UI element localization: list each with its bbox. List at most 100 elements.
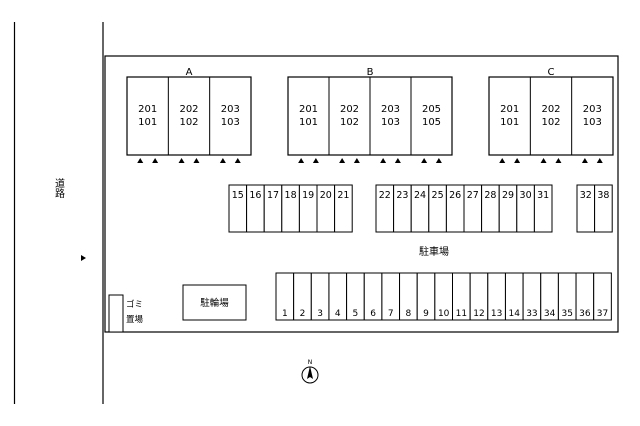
unit-lower-number: 102 — [541, 117, 560, 128]
parking-stall — [533, 184, 553, 233]
parking-stall-number: 7 — [388, 309, 394, 319]
building-outline — [126, 76, 252, 156]
entrance-marker-icon — [435, 158, 442, 163]
parking-stall-number: 20 — [320, 190, 332, 201]
parking-group-1: 15 16 17 18 19 20 21 — [228, 184, 353, 233]
parking-stall-number: 15 — [232, 190, 244, 201]
parking-stall-number: 19 — [302, 190, 314, 201]
entrance-marker-icon — [234, 158, 241, 163]
parking-stall — [334, 184, 353, 233]
parking-stall-number: 35 — [561, 309, 572, 319]
building-c: C 201 101 202 102 203 103 — [488, 67, 614, 163]
entrance-marker-icon — [514, 158, 521, 163]
parking-stall-number: 1 — [282, 309, 288, 319]
parking-stall-number: 3 — [317, 309, 323, 319]
parking-stall-number: 27 — [467, 190, 479, 201]
parking-stall-number: 32 — [580, 190, 592, 201]
building-outline — [488, 76, 614, 156]
parking-stall-number: 17 — [267, 190, 279, 201]
parking-stall — [594, 184, 613, 233]
parking-stall-number: 28 — [484, 190, 496, 201]
parking-stall-number: 37 — [597, 309, 608, 319]
parking-stall-number: 36 — [579, 309, 591, 319]
unit-lower-number: 101 — [500, 117, 519, 128]
entrance-marker-icon — [555, 158, 562, 163]
garbage-label-line2: 置場 — [126, 314, 144, 325]
entrance-marker-icon — [137, 158, 144, 163]
unit-upper-number: 203 — [221, 104, 240, 115]
unit-lower-number: 101 — [138, 117, 157, 128]
entrance-marker-icon — [596, 158, 603, 163]
entrance-marker-icon — [193, 158, 200, 163]
entrance-marker-icon — [298, 158, 305, 163]
parking-stall-number: 12 — [473, 309, 484, 319]
garbage-label-line1: ゴミ — [126, 299, 143, 310]
unit-lower-number: 103 — [583, 117, 602, 128]
entrance-marker-icon — [421, 158, 428, 163]
parking-stall-number: 25 — [432, 190, 444, 201]
parking-stall-number: 26 — [449, 190, 461, 201]
buildings: A 201 101 202 102 203 103 B 201 101 202 102 203 103 20… — [126, 67, 614, 163]
unit-upper-number: 202 — [179, 104, 198, 115]
entrance-marker-icon — [339, 158, 346, 163]
parking-stall-number: 24 — [414, 190, 426, 201]
unit-upper-number: 205 — [422, 104, 441, 115]
entrance-marker-icon — [540, 158, 547, 163]
entrance-marker-icon — [353, 158, 360, 163]
parking-stall-number: 38 — [597, 190, 609, 201]
unit-upper-number: 201 — [299, 104, 318, 115]
parking-stall-number: 18 — [285, 190, 297, 201]
parking-group-3: 32 38 — [576, 184, 613, 233]
parking-stall-number: 22 — [379, 190, 391, 201]
garbage-area — [108, 294, 124, 333]
unit-upper-number: 201 — [500, 104, 519, 115]
bicycle-parking — [182, 284, 247, 321]
parking-stall-number: 4 — [335, 309, 341, 319]
unit-lower-number: 102 — [179, 117, 198, 128]
parking-stall-number: 8 — [406, 309, 412, 319]
parking-group-2: 22 23 24 25 26 27 28 29 30 31 — [375, 184, 553, 233]
parking-stall-number: 23 — [396, 190, 408, 201]
entrance-arrow-icon — [81, 255, 86, 261]
parking-stall-number: 31 — [537, 190, 549, 201]
unit-upper-number: 202 — [541, 104, 560, 115]
entrance-marker-icon — [219, 158, 226, 163]
parking-stall-number: 9 — [423, 309, 429, 319]
parking-stall-number: 29 — [502, 190, 514, 201]
unit-upper-number: 203 — [381, 104, 400, 115]
parking-stall — [593, 272, 612, 321]
parking-stall-number: 30 — [520, 190, 532, 201]
parking-stall-number: 5 — [353, 309, 359, 319]
compass-icon: N — [301, 359, 319, 384]
unit-upper-number: 203 — [583, 104, 602, 115]
road-label: 道路 — [53, 177, 65, 199]
parking-stall-number: 33 — [526, 309, 537, 319]
building-name: A — [186, 67, 193, 78]
parking-stall-number: 11 — [456, 309, 467, 319]
compass-label: N — [308, 359, 313, 366]
entrance-marker-icon — [312, 158, 319, 163]
parking-stall-number: 13 — [491, 309, 502, 319]
parking-stall-number: 6 — [370, 309, 376, 319]
building-name: B — [367, 67, 374, 78]
entrance-marker-icon — [499, 158, 506, 163]
unit-lower-number: 103 — [221, 117, 240, 128]
building-name: C — [548, 67, 555, 78]
parking-stall-number: 2 — [300, 309, 306, 319]
unit-lower-number: 101 — [299, 117, 318, 128]
bicycle-parking-label: 駐輪場 — [200, 297, 229, 309]
unit-lower-number: 105 — [422, 117, 441, 128]
entrance-marker-icon — [178, 158, 185, 163]
unit-lower-number: 102 — [340, 117, 359, 128]
parking-label: 駐車場 — [419, 245, 449, 258]
parking-stall-number: 14 — [509, 309, 521, 319]
parking-stall-number: 16 — [249, 190, 261, 201]
parking-stall-number: 21 — [337, 190, 349, 201]
entrance-marker-icon — [394, 158, 401, 163]
lot-boundary — [104, 55, 619, 333]
